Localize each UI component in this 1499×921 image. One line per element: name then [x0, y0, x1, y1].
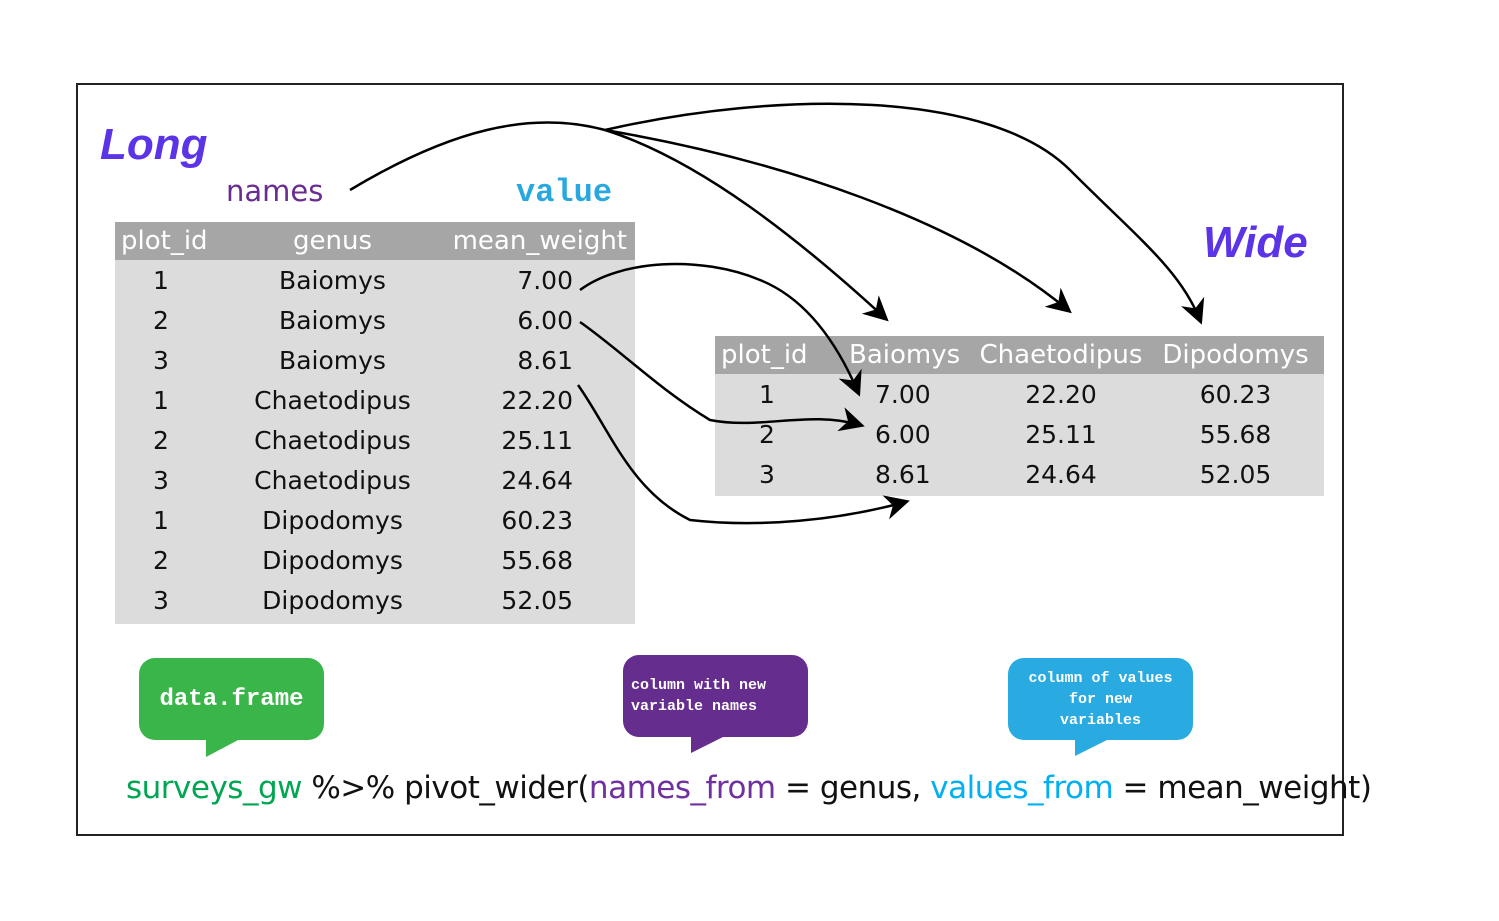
long-cell: Baiomys: [279, 345, 386, 375]
wide-cell: 8.61: [875, 459, 931, 489]
wide-title: Wide: [1203, 218, 1308, 267]
long-cell: Chaetodipus: [254, 385, 411, 415]
dataframe-bubble-text: data.frame: [159, 685, 304, 713]
long-cell: Dipodomys: [262, 505, 403, 535]
values-bubble: column of values for new variables: [1008, 658, 1193, 740]
header-chaetodipus: Chaetodipus: [979, 340, 1143, 370]
wide-cell: 60.23: [1199, 379, 1272, 409]
wide-table: plot_id Baiomys Chaetodipus Dipodomys 1 7…: [715, 336, 1324, 496]
names-bubble-line: column with new: [631, 677, 767, 694]
wide-table-header: plot_id Baiomys Chaetodipus Dipodomys: [715, 336, 1324, 374]
wide-cell: 6.00: [875, 419, 931, 449]
wide-cell: 3: [759, 459, 775, 489]
long-cell: 6.00: [517, 305, 573, 335]
code-values-arg: values_from: [930, 770, 1114, 806]
long-cell: Dipodomys: [262, 585, 403, 615]
wide-table-row: 1 7.00 22.20 60.23: [715, 374, 1324, 414]
long-cell: 8.61: [517, 345, 573, 375]
long-cell: 60.23: [501, 505, 573, 535]
dataframe-bubble-tail: [206, 739, 240, 757]
long-table-header: plot_id genus mean_weight: [115, 222, 635, 260]
long-table-row: 2 Baiomys 6.00: [115, 300, 635, 340]
long-cell: Chaetodipus: [254, 425, 411, 455]
diagram-frame: [76, 83, 1344, 836]
wide-cell: 1: [759, 379, 775, 409]
long-cell: 2: [153, 305, 169, 335]
code-mid: = genus,: [775, 770, 931, 806]
value-arrow-6-00: [579, 320, 865, 432]
long-cell: 1: [153, 505, 169, 535]
long-cell: 3: [153, 465, 169, 495]
names-arrow-chaetodipus: [604, 128, 1072, 314]
names-arrow-dipodomys: [604, 102, 1205, 325]
wide-table-row: 3 8.61 24.64 52.05: [715, 454, 1324, 494]
value-arrow-7-00: [579, 262, 862, 397]
long-cell: 1: [153, 385, 169, 415]
long-cell: 22.20: [501, 385, 573, 415]
header-dipodomys: Dipodomys: [1162, 340, 1309, 370]
long-cell: 24.64: [501, 465, 573, 495]
names-bubble-line: variable names: [631, 698, 758, 715]
names-arrow-baiomys: [349, 121, 889, 322]
long-cell: 2: [153, 425, 169, 455]
names-label: names: [226, 174, 324, 208]
long-cell: 3: [153, 345, 169, 375]
wide-table-row: 2 6.00 25.11 55.68: [715, 414, 1324, 454]
header-genus: genus: [292, 226, 372, 256]
header-baiomys: Baiomys: [849, 340, 961, 370]
long-table-row: 1 Chaetodipus 22.20: [115, 380, 635, 420]
header-mean-weight: mean_weight: [452, 226, 627, 256]
long-cell: 1: [153, 265, 169, 295]
value-label: value: [516, 174, 613, 211]
code-pipe: %>% pivot_wider(: [302, 770, 589, 806]
code-names-arg: names_from: [588, 770, 776, 806]
wide-cell: 7.00: [875, 379, 931, 409]
values-bubble-line: for new: [1068, 690, 1132, 708]
long-cell: 25.11: [501, 425, 573, 455]
long-table-row: 2 Chaetodipus 25.11: [115, 420, 635, 460]
long-cell: 7.00: [517, 265, 573, 295]
long-cell: 55.68: [501, 545, 573, 575]
long-cell: 2: [153, 545, 169, 575]
long-table-row: 1 Dipodomys 60.23: [115, 500, 635, 540]
long-table-row: 2 Dipodomys 55.68: [115, 540, 635, 580]
long-cell: Baiomys: [279, 305, 386, 335]
wide-cell: 52.05: [1199, 459, 1272, 489]
wide-cell: 2: [759, 419, 775, 449]
long-table-row: 3 Dipodomys 52.05: [115, 580, 635, 620]
pivot-wider-code: surveys_gw %>% pivot_wider(names_from = …: [126, 770, 1372, 806]
long-cell: 52.05: [501, 585, 573, 615]
long-cell: 3: [153, 585, 169, 615]
names-bubble-tail: [691, 736, 725, 753]
wide-cell: 24.64: [1025, 459, 1097, 489]
long-cell: Baiomys: [279, 265, 386, 295]
values-bubble-line: column of values: [1028, 669, 1173, 687]
long-cell: Chaetodipus: [254, 465, 411, 495]
wide-cell: 55.68: [1199, 419, 1272, 449]
long-title: Long: [100, 120, 208, 169]
code-df: surveys_gw: [126, 770, 303, 806]
value-arrow-8-61: [576, 384, 910, 525]
wide-cell: 22.20: [1025, 379, 1097, 409]
dataframe-bubble: data.frame: [139, 658, 324, 740]
code-end: = mean_weight): [1113, 770, 1372, 806]
values-bubble-tail: [1075, 739, 1109, 756]
long-table-row: 1 Baiomys 7.00: [115, 260, 635, 300]
long-cell: Dipodomys: [262, 545, 403, 575]
long-table-row: 3 Baiomys 8.61: [115, 340, 635, 380]
long-table-row: 3 Chaetodipus 24.64: [115, 460, 635, 500]
names-bubble: column with new variable names: [623, 655, 808, 737]
values-bubble-line: variables: [1059, 711, 1141, 729]
wide-cell: 25.11: [1025, 419, 1097, 449]
header-plot-id: plot_id: [121, 226, 208, 256]
header-plot-id: plot_id: [721, 340, 808, 370]
